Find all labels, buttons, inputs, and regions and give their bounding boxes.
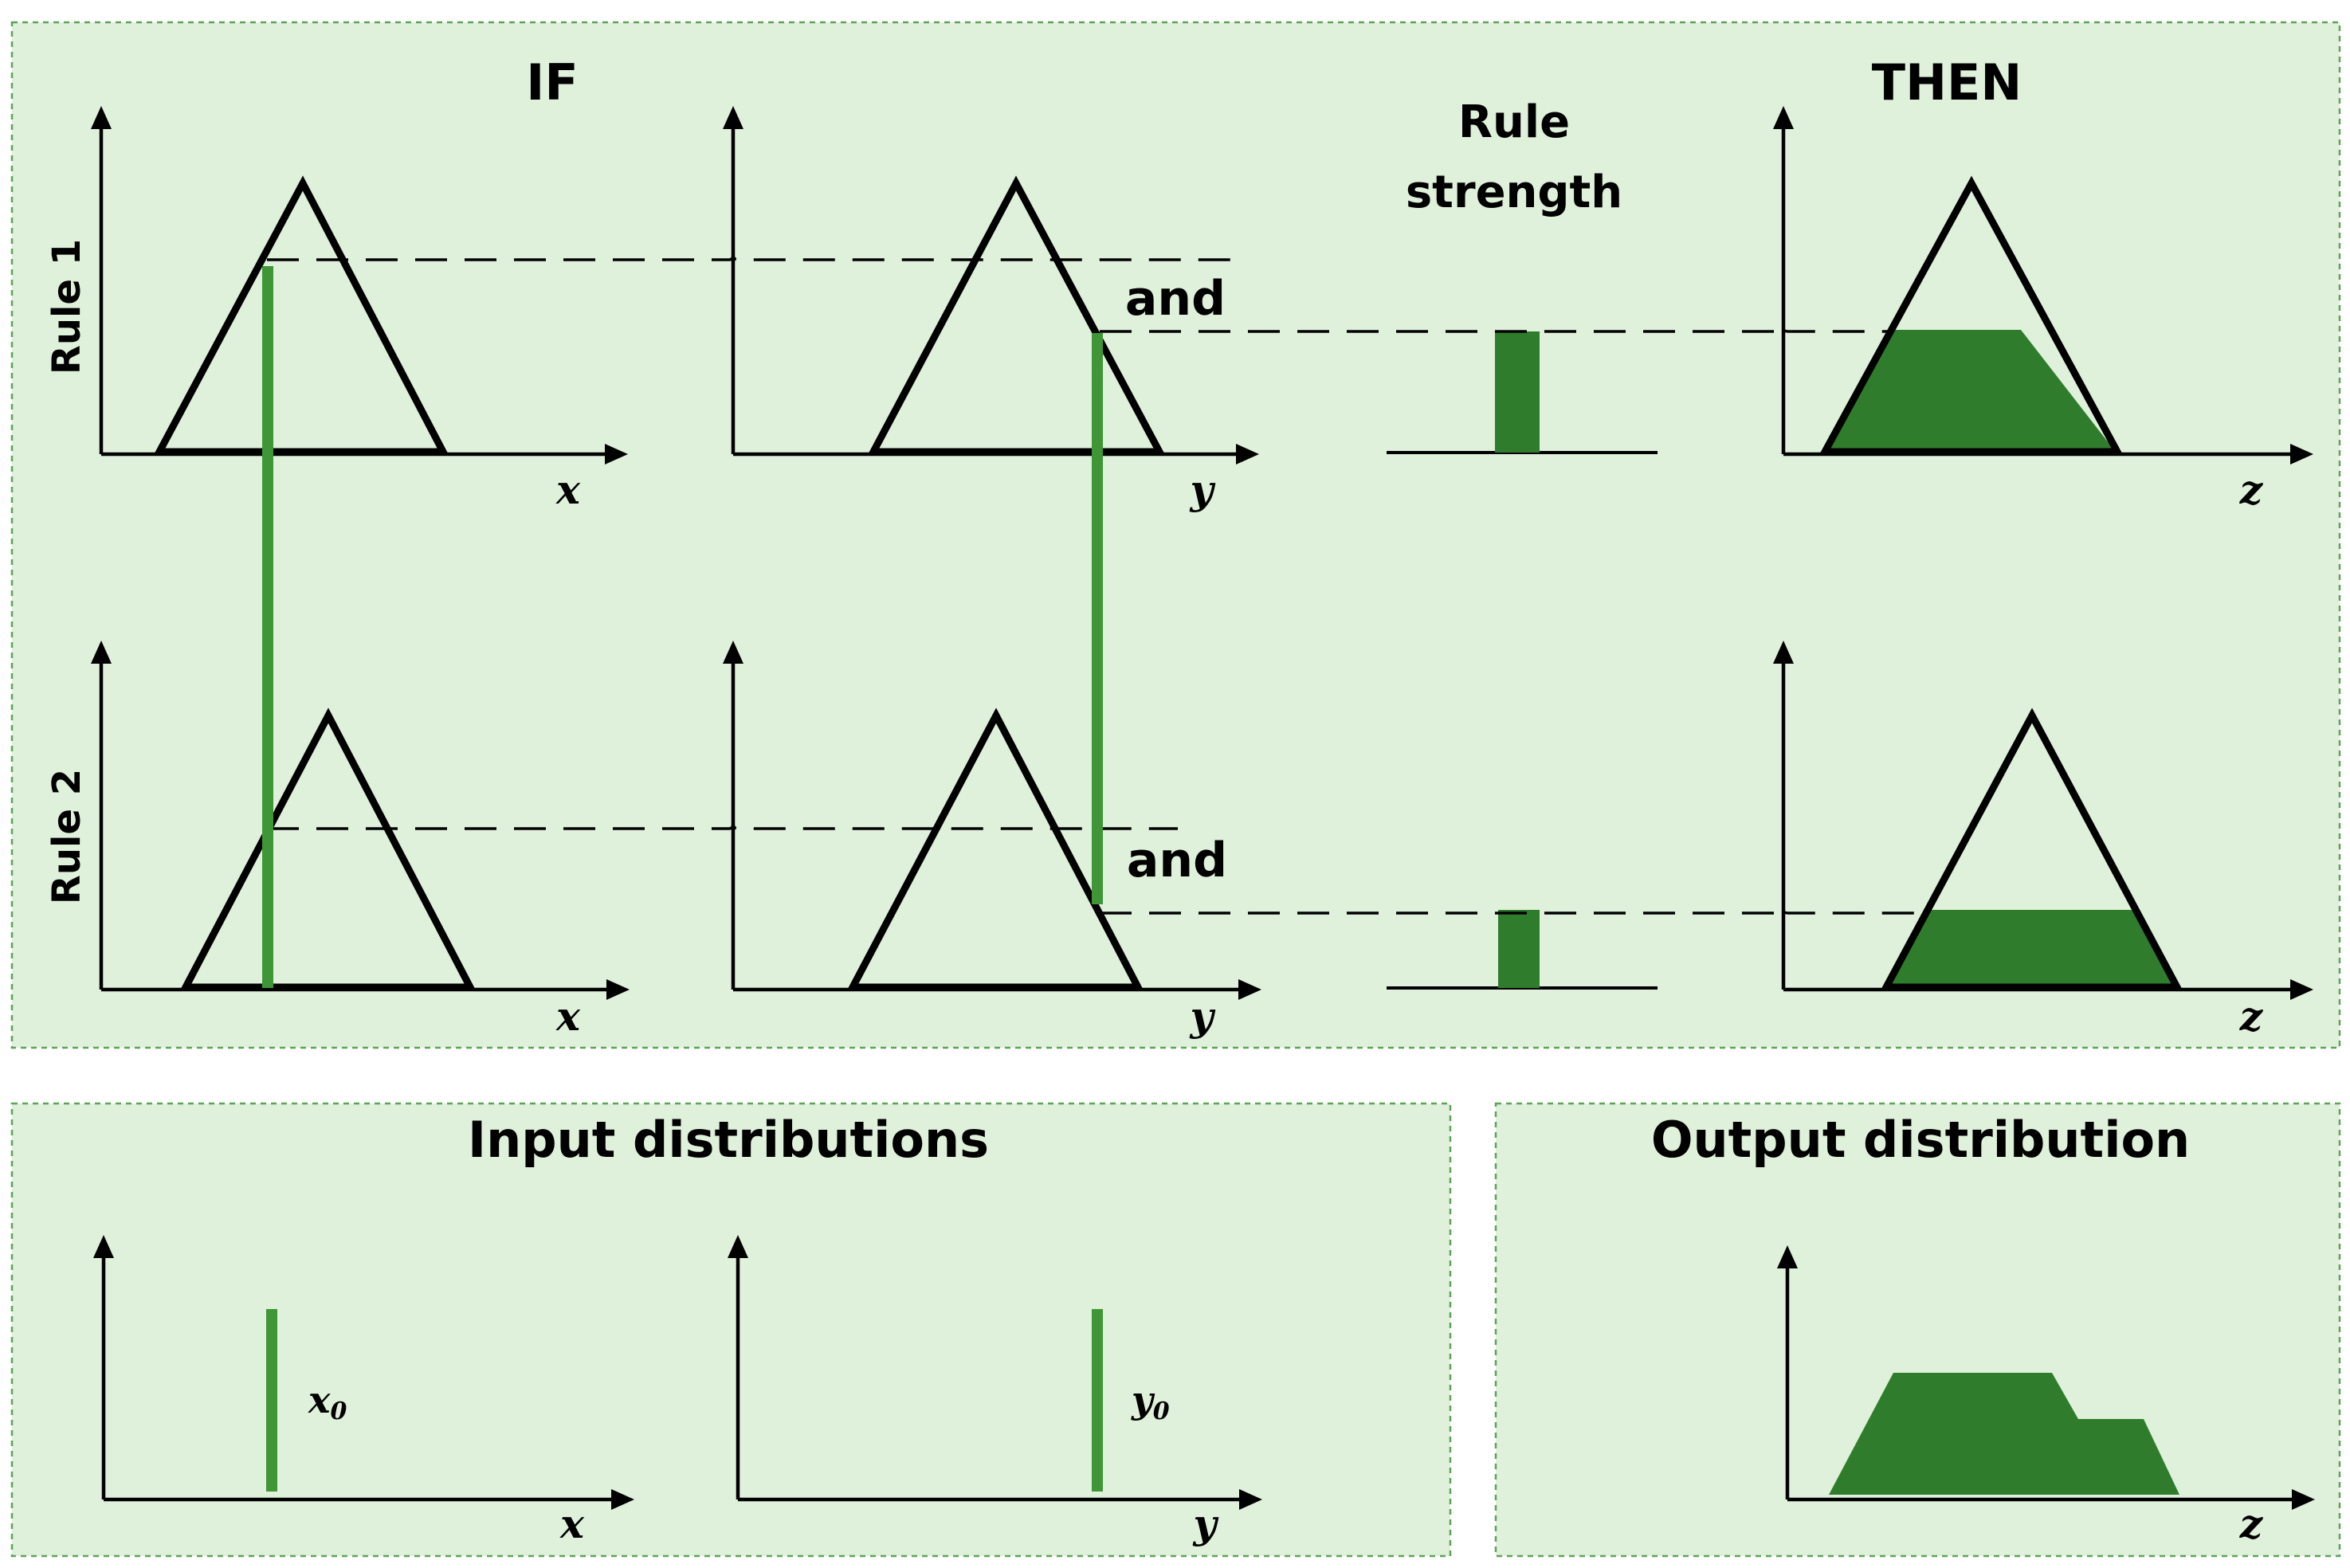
rule-2-z-membership-triangle [1880,708,2183,991]
rule-2-clipped-output [1885,910,2177,990]
rule-2-y-membership-triangle [846,708,1144,991]
rule-1-z-membership-triangle [1818,175,2124,456]
rule-2-z-axis-label: z [2239,993,2264,1040]
output-z-axis-label: z [2239,1500,2264,1547]
rule-1-x-membership-triangle [153,175,449,456]
rule-2-x-membership-triangle [179,708,477,991]
rule-1-strength-dash [1100,324,1893,333]
rule-1-and-connector: and [1125,271,1226,327]
rule-2-y-axis-label: y [1189,993,1215,1040]
rule-1-strength-bar [1495,331,1540,453]
if-header: IF [526,53,578,112]
rule-2-x-level-dash [267,822,1178,830]
rule-1-z-axis-label: z [2239,466,2264,513]
rule-strength-header-line2: strength [1406,167,1622,218]
input-y-axis-label: y [1192,1500,1218,1547]
rule-strength-header-line1: Rule [1458,96,1570,148]
rule-2-and-connector: and [1127,833,1227,888]
rule-1-y-axis-label: y [1189,466,1215,513]
rule-1-y-membership-triangle [867,175,1166,456]
rule-1-x-axis-label: x [555,466,581,513]
y0-value-label: y0 [1131,1378,1170,1425]
input-distributions-panel [10,1102,1452,1558]
rules-panel [10,21,2341,1049]
aggregated-output-shape [1829,1373,2179,1495]
rule-1-clipped-output [1824,330,2117,454]
x0-value-label: x0 [308,1378,347,1425]
rule-2-strength-bar [1498,910,1540,988]
input-x-axes [93,1235,634,1510]
rule-1-x-level-dash [267,253,1231,261]
input-x-axis-label: x [559,1500,585,1547]
rule-2-strength-dash [1100,906,1925,915]
output-z-axes [1777,1245,2315,1510]
rule-2-label: Rule 2 [45,769,89,904]
rule-1-label: Rule 1 [45,239,89,374]
then-header: THEN [1872,53,2022,112]
input-y-axes [728,1235,1262,1510]
input-distributions-title: Input distributions [468,1111,989,1169]
output-distribution-title: Output distribution [1651,1111,2190,1169]
rule-2-x-axis-label: x [555,993,581,1040]
